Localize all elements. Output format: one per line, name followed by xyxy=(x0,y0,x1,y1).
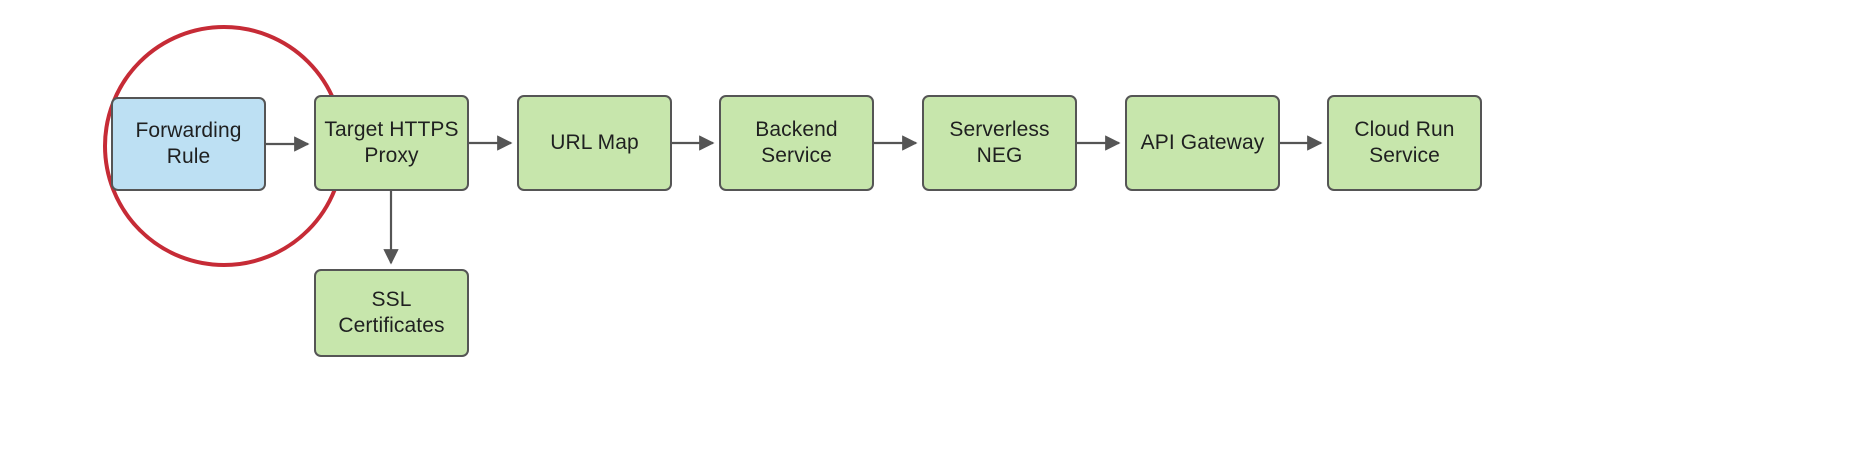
node-backend-service[interactable]: Backend Service xyxy=(719,95,874,191)
node-label: Backend Service xyxy=(755,117,838,167)
node-target-https-proxy[interactable]: Target HTTPS Proxy xyxy=(314,95,469,191)
node-label: Target HTTPS Proxy xyxy=(324,117,459,167)
node-cloud-run-service[interactable]: Cloud Run Service xyxy=(1327,95,1482,191)
node-label: SSL Certificates xyxy=(338,287,445,337)
node-label: URL Map xyxy=(550,130,639,154)
node-url-map[interactable]: URL Map xyxy=(517,95,672,191)
node-serverless-neg[interactable]: Serverless NEG xyxy=(922,95,1077,191)
node-label: Forwarding Rule xyxy=(135,118,242,168)
node-label: Cloud Run Service xyxy=(1354,117,1455,167)
node-label: API Gateway xyxy=(1140,130,1265,154)
node-label: Serverless NEG xyxy=(949,117,1050,167)
node-api-gateway[interactable]: API Gateway xyxy=(1125,95,1280,191)
node-forwarding-rule[interactable]: Forwarding Rule xyxy=(111,97,266,191)
node-ssl-certificates[interactable]: SSL Certificates xyxy=(314,269,469,357)
